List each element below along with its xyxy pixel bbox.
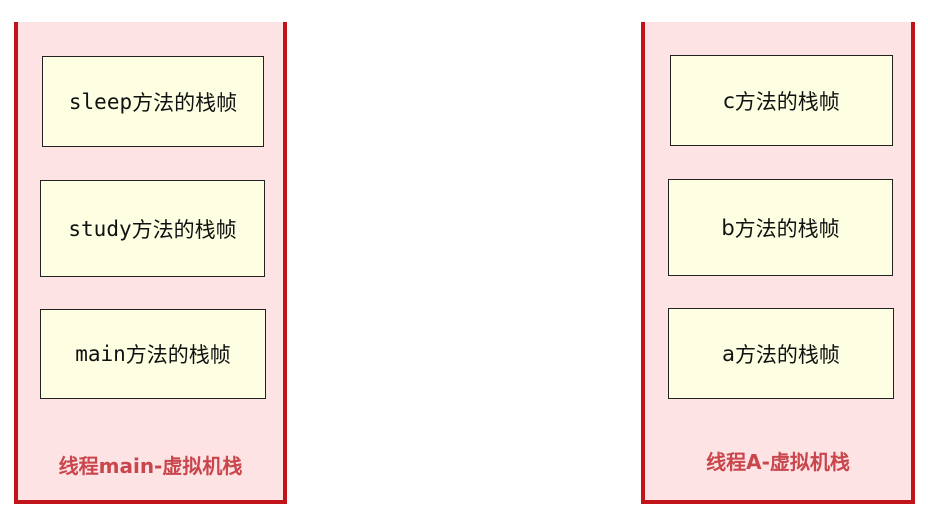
frame-suffix: 方法的栈帧 [132,90,238,115]
frame-method: c [723,88,735,113]
stack-label: 线程main-虚拟机栈 [58,454,243,478]
frame-method: sleep [68,89,133,114]
frame-method: a [722,341,735,366]
frame-method: main [75,342,126,366]
frame-suffix: 方法的栈帧 [734,89,840,114]
frame-suffix: 方法的栈帧 [131,217,237,242]
frame-method: study [68,216,132,241]
frame-suffix: 方法的栈帧 [125,343,231,367]
frame-suffix: 方法的栈帧 [734,342,840,367]
stack-label: 线程A-虚拟机栈 [706,450,850,474]
frame-suffix: 方法的栈帧 [734,216,840,241]
frame-method: b [721,215,735,240]
